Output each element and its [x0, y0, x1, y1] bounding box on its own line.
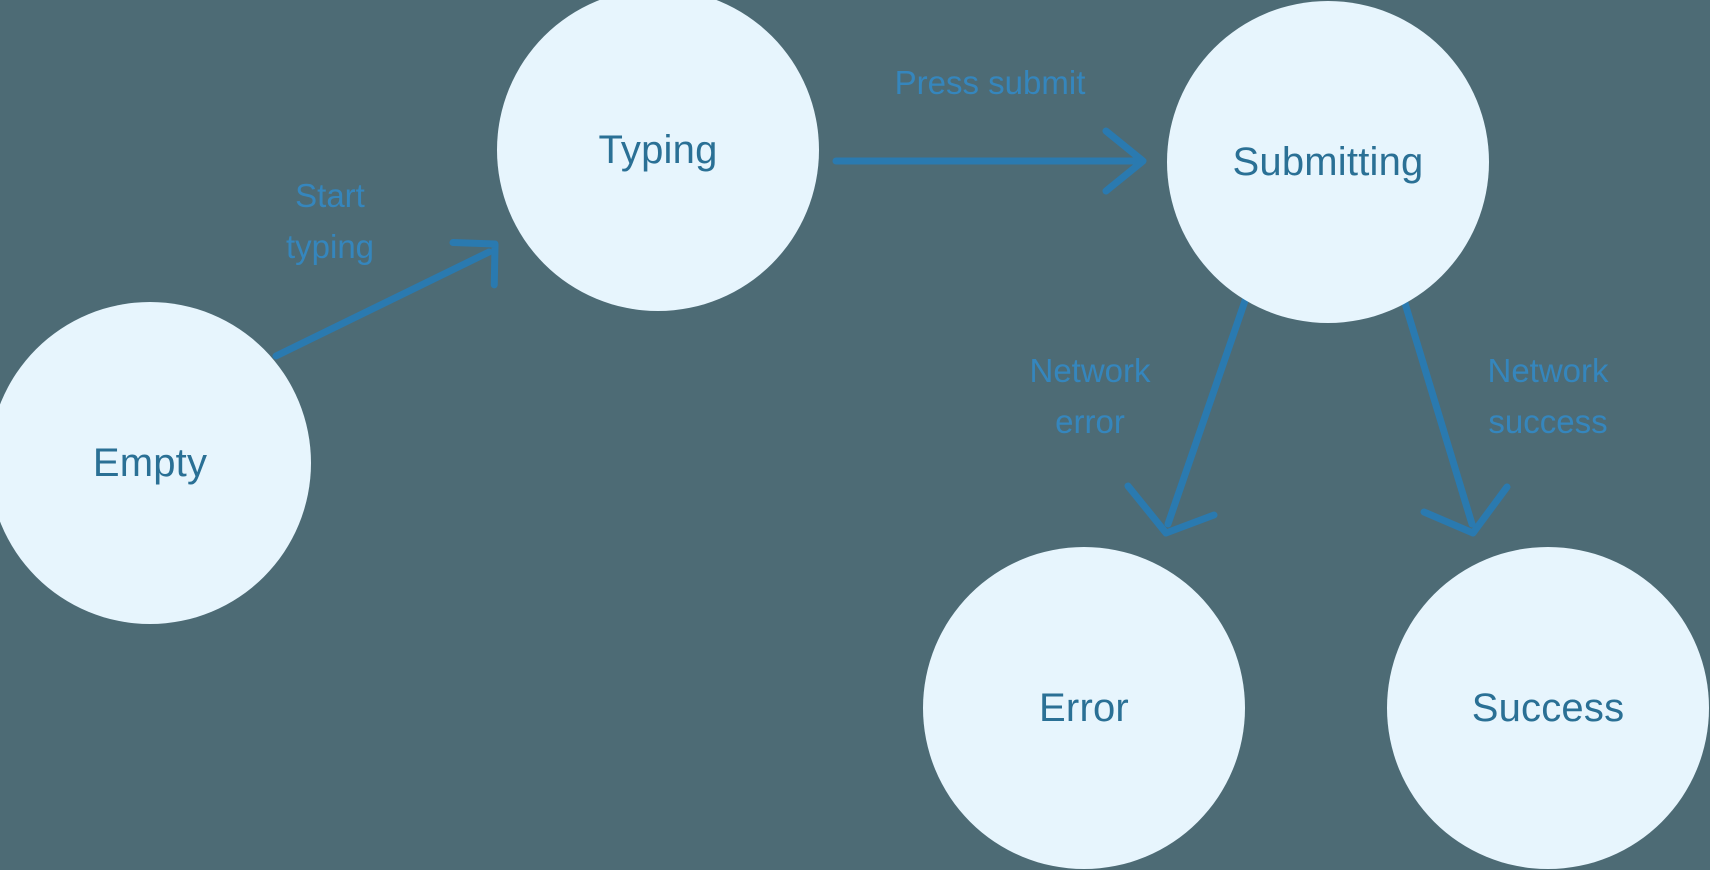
state-node-error-label: Error: [1039, 686, 1129, 730]
state-node-empty-label: Empty: [92, 441, 208, 485]
state-node-submitting-label: Submitting: [1232, 140, 1424, 184]
state-node-submitting[interactable]: Submitting: [1167, 1, 1489, 323]
edge-submitting-to-error: [1124, 294, 1250, 537]
edge-empty-to-typing: [272, 239, 499, 360]
edge-submitting-to-success: [1400, 296, 1511, 537]
state-node-success-label: Success: [1471, 686, 1625, 730]
state-node-empty[interactable]: Empty: [0, 302, 311, 624]
state-node-success[interactable]: Success: [1387, 547, 1709, 869]
state-node-typing[interactable]: Typing: [497, 0, 819, 311]
state-node-typing-label: Typing: [598, 128, 718, 172]
state-node-error[interactable]: Error: [923, 547, 1245, 869]
edge-typing-to-submitting: [832, 127, 1147, 195]
